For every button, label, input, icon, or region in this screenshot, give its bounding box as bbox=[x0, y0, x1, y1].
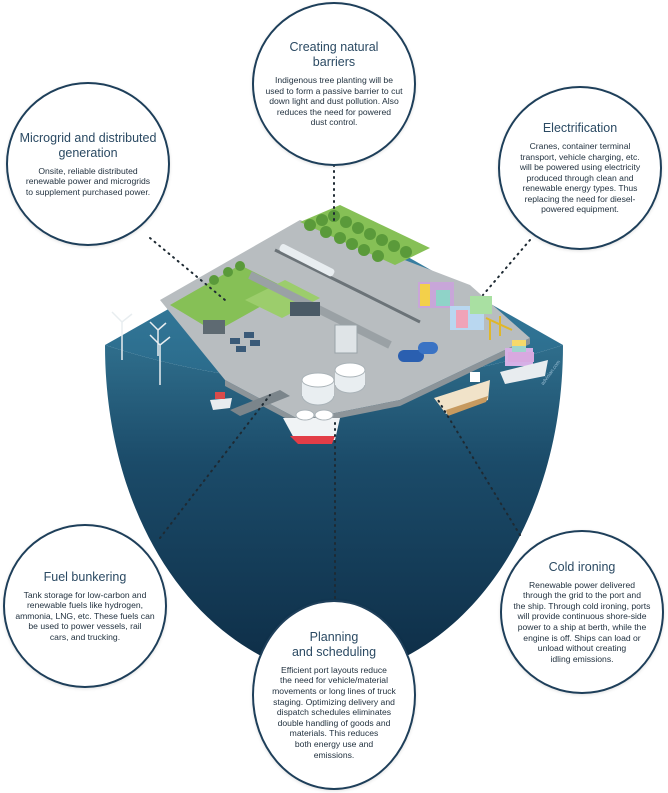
bubble-text: Renewable power delivered through the gr… bbox=[513, 579, 651, 664]
cargo-ship-right bbox=[434, 372, 490, 416]
bubble-title: Fuel bunkering bbox=[43, 569, 127, 584]
bubble-cold-ironing: Cold ironing Renewable power delivered t… bbox=[500, 530, 664, 694]
office-building bbox=[334, 324, 358, 354]
grass-area-mid bbox=[245, 280, 320, 318]
bubble-title: Microgrid and distributed generation bbox=[19, 130, 157, 160]
bubble-title: Planning and scheduling bbox=[291, 629, 377, 659]
bubble-title: Creating natural barriers bbox=[289, 40, 379, 70]
tree-row bbox=[209, 210, 412, 285]
bubble-text: Tank storage for low-carbon and renewabl… bbox=[15, 589, 155, 642]
bubble-text: Efficient port layouts reduce the need f… bbox=[272, 664, 396, 760]
bubble-title: Cold ironing bbox=[548, 559, 616, 574]
bubble-creating-natural-barriers: Creating natural barriers Indigenous tre… bbox=[252, 2, 416, 166]
rail-track bbox=[274, 248, 421, 324]
bubble-fuel-bunkering: Fuel bunkering Tank storage for low-carb… bbox=[3, 524, 167, 688]
crane bbox=[485, 316, 513, 340]
train bbox=[279, 244, 335, 277]
ocean-hemisphere bbox=[105, 345, 563, 680]
bubble-planning-and-scheduling: Planning and scheduling Efficient port l… bbox=[252, 600, 416, 790]
container-ship bbox=[500, 346, 548, 384]
bubble-text: Cranes, container terminal transport, ve… bbox=[519, 140, 641, 215]
road bbox=[248, 271, 392, 349]
tanker-ship bbox=[283, 409, 340, 444]
wind-turbines bbox=[111, 311, 171, 385]
bubble-microgrid: Microgrid and distributed generation Ons… bbox=[6, 82, 170, 246]
solar-panels bbox=[230, 332, 260, 352]
blue-tanks bbox=[398, 342, 438, 362]
connector-lines bbox=[149, 164, 531, 605]
storage-tanks bbox=[301, 362, 366, 406]
land-edge bbox=[225, 338, 530, 426]
bubble-text: Indigenous tree planting will be used to… bbox=[265, 75, 403, 128]
warehouse bbox=[290, 302, 320, 316]
substation bbox=[203, 320, 225, 334]
bubble-title: Electrification bbox=[542, 120, 618, 135]
bubble-text: Onsite, reliable distributed renewable p… bbox=[25, 165, 151, 197]
bubble-electrification: Electrification Cranes, container termin… bbox=[498, 86, 662, 250]
tug-boat bbox=[210, 392, 232, 410]
pier bbox=[230, 390, 290, 416]
